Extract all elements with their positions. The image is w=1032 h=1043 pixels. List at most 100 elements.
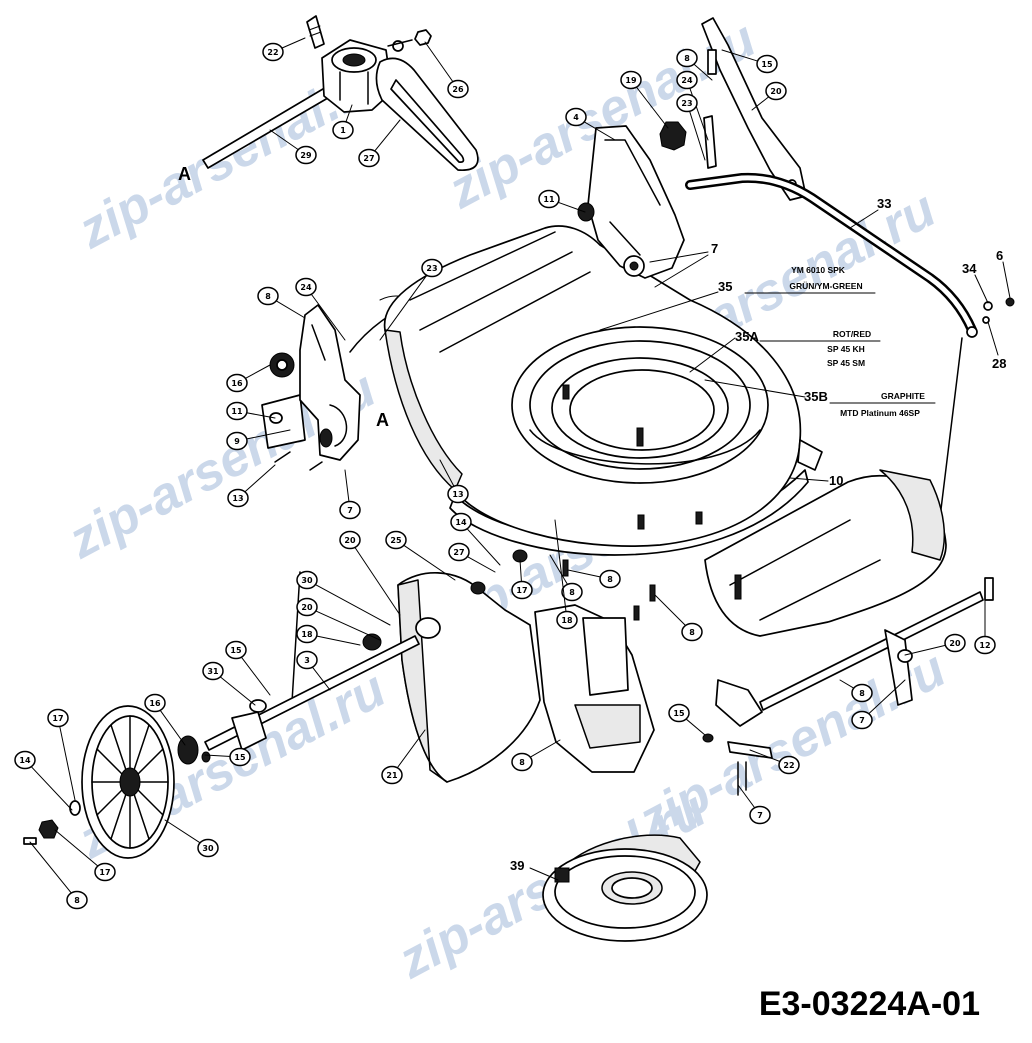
callout-circle	[511, 752, 533, 772]
callout-circle	[296, 570, 318, 590]
callout-leader-line	[311, 666, 331, 691]
variant-graphite-model: MTD Platinum 46SP	[840, 408, 920, 418]
callout-leader-line	[868, 679, 906, 715]
callout: 29	[269, 129, 317, 165]
callout-leader-line	[424, 41, 454, 83]
callout-circle	[561, 582, 583, 602]
callout-circle	[538, 189, 560, 209]
callout: 8	[511, 739, 561, 772]
callout-circle	[511, 580, 533, 600]
callout-leader-line	[374, 119, 401, 152]
callout-number: 22	[267, 48, 278, 57]
callout-circle	[381, 765, 403, 785]
callout-leader-line	[245, 429, 291, 440]
callout-layer: 2226127294198152423201123824161191371314…	[14, 37, 996, 910]
callout-number: 1	[340, 126, 346, 135]
callout-circle	[447, 79, 469, 99]
callout-leader-line	[345, 104, 353, 123]
callout-leader-line	[219, 676, 256, 706]
callout: 11	[226, 401, 276, 421]
callout: 15	[668, 703, 706, 736]
callout-leader-line	[204, 754, 232, 757]
callout-circle	[229, 747, 251, 767]
callout: 8	[549, 554, 583, 602]
callout: 24	[676, 70, 709, 141]
callout: 16	[144, 693, 186, 746]
callout-number: 8	[569, 588, 575, 597]
callout-circle	[556, 610, 578, 630]
callout: 17	[47, 708, 76, 801]
callout-leader-line	[280, 37, 306, 49]
callout-leader-line	[567, 569, 602, 578]
diagram-code: E3-03224A-01	[759, 985, 980, 1023]
variant-red-model-1: SP 45 KH	[827, 344, 865, 354]
callout-circle	[749, 805, 771, 825]
callout-circle	[262, 42, 284, 62]
callout-leader-line	[556, 201, 586, 213]
callout-number: 14	[19, 756, 31, 765]
callout-leader-line	[240, 656, 271, 696]
callout-leader-line	[396, 729, 426, 769]
callout-leader-line	[29, 841, 72, 894]
callout-number: 7	[347, 506, 353, 515]
callout: 22	[749, 749, 800, 775]
callout: 23	[676, 93, 706, 161]
callout: 17	[54, 829, 116, 882]
callout-leader-line	[549, 554, 568, 585]
callout: 13	[439, 459, 469, 504]
callout-circle	[385, 530, 407, 550]
callout-leader-line	[689, 111, 706, 161]
callout-leader-line	[439, 459, 455, 487]
callout-number: 29	[300, 151, 312, 160]
callout-circle	[227, 488, 249, 508]
callout-number: 8	[859, 689, 865, 698]
drive-shaft-assembly	[202, 15, 479, 171]
callout-number: 15	[234, 753, 246, 762]
callout-number: 3	[304, 656, 310, 665]
callout-number: 20	[344, 536, 356, 545]
callout: 8	[839, 679, 873, 703]
callout-leader-line	[685, 718, 706, 736]
callout-circle	[565, 107, 587, 127]
part-number-39: 39	[510, 858, 524, 873]
callout-circle	[47, 708, 69, 728]
callout-leader-line	[904, 644, 947, 656]
callout-leader-line	[244, 464, 276, 493]
front-axle	[177, 635, 420, 765]
callout-number: 4	[573, 113, 579, 122]
callout-circle	[296, 650, 318, 670]
callout-circle	[225, 640, 247, 660]
callout: 11	[538, 189, 586, 213]
callout-leader-line	[275, 300, 306, 319]
callout-circle	[448, 542, 470, 562]
callout-circle	[296, 624, 318, 644]
callout: 22	[262, 37, 306, 62]
callout: 18	[554, 519, 578, 630]
callout: 4	[565, 107, 616, 141]
callout-circle	[94, 862, 116, 882]
callout-circle	[257, 286, 279, 306]
callout: 20	[339, 530, 401, 616]
callout-leader-line	[354, 546, 401, 616]
callout-leader-line	[466, 555, 496, 573]
callout: 17	[511, 559, 533, 600]
callout: 27	[448, 542, 496, 573]
callout: 30	[296, 570, 391, 626]
callout-number: 8	[689, 628, 695, 637]
callout: 15	[721, 49, 778, 74]
mulch-plug	[542, 834, 708, 942]
callout: 8	[654, 594, 703, 642]
part-number-33: 33	[877, 196, 891, 211]
callout: 20	[751, 81, 787, 111]
callout-number: 20	[770, 87, 782, 96]
callout-leader-line	[839, 679, 855, 689]
callout: 26	[424, 41, 469, 99]
side-bracket	[534, 559, 656, 773]
callout: 23	[379, 258, 443, 341]
callout-circle	[295, 145, 317, 165]
callout: 19	[620, 70, 669, 129]
callout: 13	[227, 464, 276, 508]
variant-green-model: YM 6010 SPK	[791, 265, 846, 275]
front-chute-panel	[362, 549, 541, 783]
callout-circle	[676, 70, 698, 90]
